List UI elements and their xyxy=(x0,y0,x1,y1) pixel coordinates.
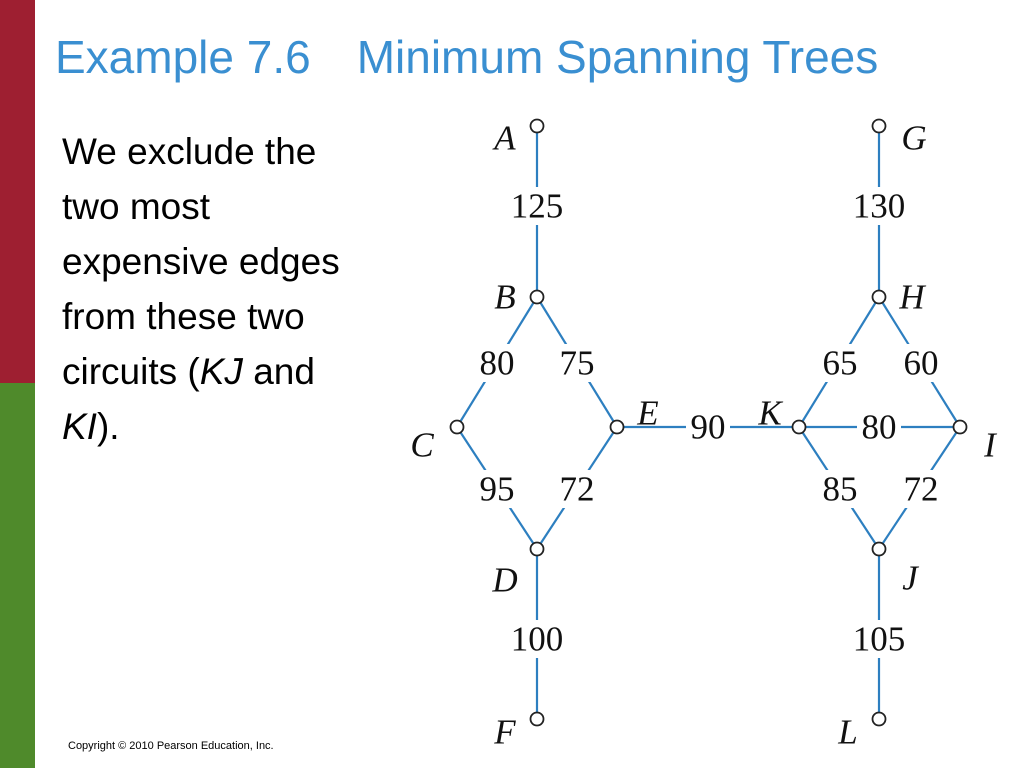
body-line: two most xyxy=(62,186,211,227)
node-h xyxy=(871,289,887,305)
edge-weight-b-e: 75 xyxy=(560,344,595,383)
node-i xyxy=(952,419,968,435)
edge-weight-background xyxy=(848,187,910,225)
edge-weight-k-i: 80 xyxy=(862,408,897,447)
body-line: We exclude the xyxy=(62,131,317,172)
body-line: expensive edges xyxy=(62,241,340,282)
edge-weight-e-k: 90 xyxy=(691,408,726,447)
edge-name-kj: KJ xyxy=(199,351,243,392)
accent-bar-bottom xyxy=(0,383,35,768)
edge-weight-g-h: 130 xyxy=(853,187,906,226)
edge-weight-background xyxy=(475,470,519,508)
node-label-a: A xyxy=(492,119,516,158)
body-text-fragment: circuits ( xyxy=(62,351,200,392)
body-text-fragment: and xyxy=(242,351,315,392)
edge-weight-background xyxy=(475,344,519,382)
edge-weight-background xyxy=(818,344,862,382)
edge-weight-j-l: 105 xyxy=(853,620,906,659)
edge-weight-c-d: 95 xyxy=(480,470,515,509)
edge-weight-background xyxy=(555,470,599,508)
edge-weight-background xyxy=(899,344,943,382)
edge-weight-background xyxy=(818,470,862,508)
node-d xyxy=(529,541,545,557)
node-label-i: I xyxy=(983,426,998,465)
edge-weight-h-k: 65 xyxy=(823,344,858,383)
body-line: from these two xyxy=(62,296,305,337)
node-a xyxy=(529,118,545,134)
node-b xyxy=(529,289,545,305)
edge-weight-i-j: 72 xyxy=(904,470,939,509)
slide-body-text: We exclude the two most expensive edges … xyxy=(62,124,412,454)
node-label-e: E xyxy=(636,394,658,433)
node-label-b: B xyxy=(494,278,515,317)
edge-weight-a-b: 125 xyxy=(511,187,564,226)
edge-weight-background xyxy=(848,620,910,658)
node-e xyxy=(609,419,625,435)
edge-weight-d-f: 100 xyxy=(511,620,564,659)
edge-weight-background xyxy=(506,187,568,225)
body-line: KI). xyxy=(62,399,412,454)
copyright-notice: Copyright © 2010 Pearson Education, Inc. xyxy=(68,740,274,752)
edge-weight-k-j: 85 xyxy=(823,470,858,509)
node-label-f: F xyxy=(493,713,516,752)
node-l xyxy=(871,711,887,727)
edge-weight-background xyxy=(555,344,599,382)
node-j xyxy=(871,541,887,557)
accent-bar-top xyxy=(0,0,35,383)
node-label-j: J xyxy=(902,559,919,598)
node-k xyxy=(791,419,807,435)
slide-title: Example 7.6 Minimum Spanning Trees xyxy=(55,31,879,83)
node-label-k: K xyxy=(757,394,783,433)
body-text-fragment: ). xyxy=(96,406,120,447)
node-label-d: D xyxy=(491,561,517,600)
edge-weight-e-d: 72 xyxy=(560,470,595,509)
edge-weight-background xyxy=(686,408,730,446)
edge-weight-background xyxy=(899,470,943,508)
node-label-c: C xyxy=(410,426,434,465)
node-g xyxy=(871,118,887,134)
node-label-l: L xyxy=(837,713,857,752)
node-c xyxy=(449,419,465,435)
edge-name-ki: KI xyxy=(62,406,97,447)
node-label-h: H xyxy=(898,278,926,317)
edge-weight-h-i: 60 xyxy=(904,344,939,383)
edge-weight-b-c: 80 xyxy=(480,344,515,383)
node-f xyxy=(529,711,545,727)
edge-weight-background xyxy=(857,408,901,446)
edge-weight-background xyxy=(506,620,568,658)
node-label-g: G xyxy=(901,119,926,158)
body-line: circuits (KJ and xyxy=(62,344,412,399)
